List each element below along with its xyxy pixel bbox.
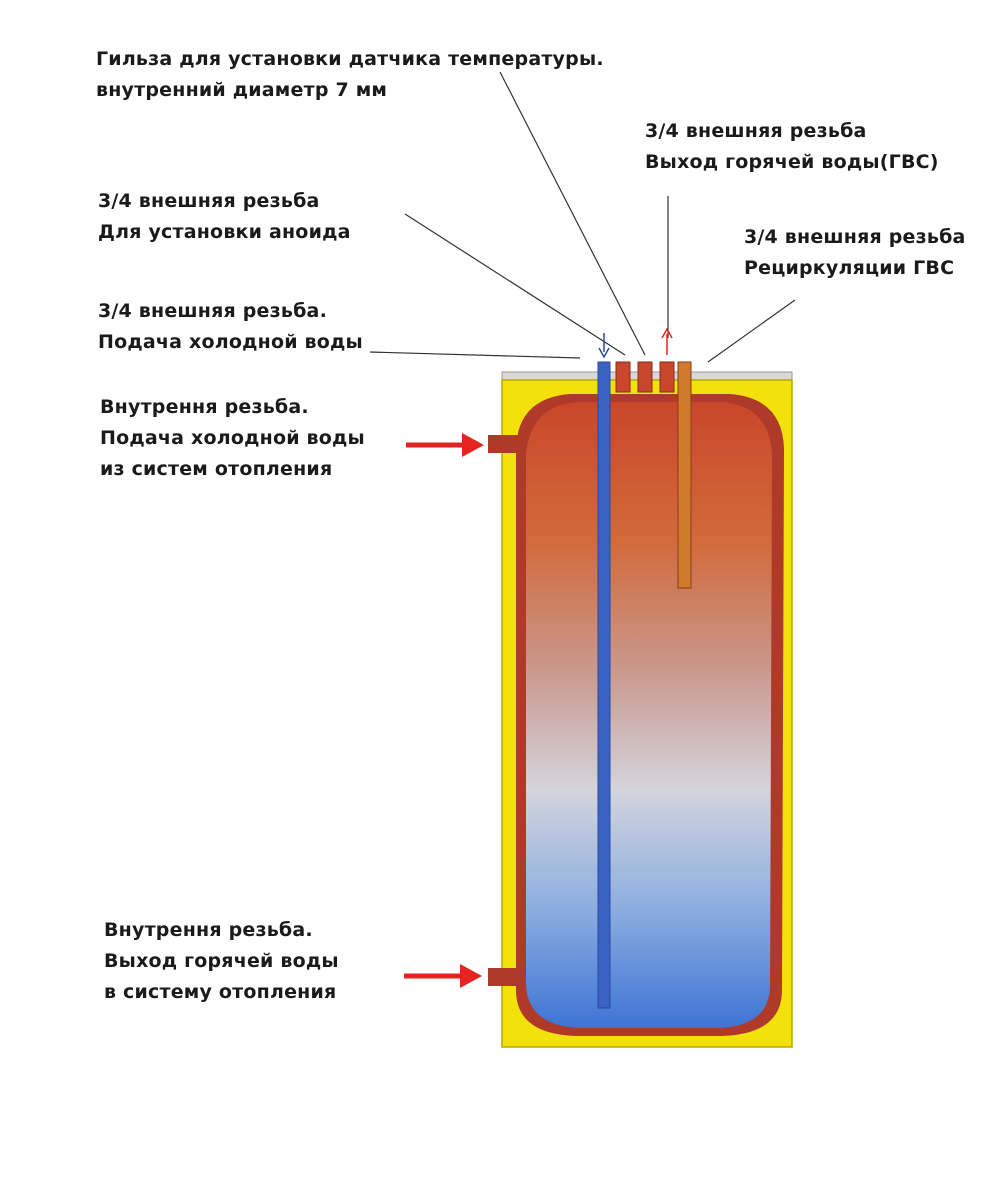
label-hot-water-outlet-line2: Выход горячей воды(ГВС)	[645, 151, 939, 173]
cold-in-flow-arrowhead	[598, 347, 610, 359]
label-cold-water-inlet-line1: 3/4 внешняя резьба.	[98, 300, 327, 322]
label-heating-inlet-line2: Подача холодной воды	[100, 427, 365, 449]
heating-inlet-port	[488, 435, 520, 453]
label-recirculation-line2: Рециркуляции ГВС	[744, 257, 955, 279]
label-sensor-sleeve-line1: Гильза для установки датчика температуры…	[96, 48, 604, 70]
label-sensor-sleeve: Гильза для установки датчика температуры…	[96, 44, 604, 106]
leader-line-recirc	[707, 299, 796, 363]
hot-water-outlet-fitting	[659, 361, 675, 393]
label-anode-line1: 3/4 внешняя резьба	[98, 190, 320, 212]
label-heating-inlet-line1: Внутрення резьба.	[100, 396, 309, 418]
label-cold-water-inlet-line2: Подача холодной воды	[98, 331, 363, 353]
sensor-sleeve-fitting	[615, 361, 631, 393]
hot-out-flow-arrowhead	[661, 327, 673, 339]
label-hot-water-outlet: 3/4 внешняя резьба Выход горячей воды(ГВ…	[645, 116, 939, 178]
label-heating-inlet-line3: из систем отопления	[100, 458, 333, 480]
label-anode-line2: Для установки аноида	[98, 221, 351, 243]
label-anode: 3/4 внешняя резьба Для установки аноида	[98, 186, 351, 248]
leader-line-cold-in	[369, 351, 581, 359]
water-tank	[526, 402, 772, 1028]
label-heating-outlet: Внутрення резьба. Выход горячей воды в с…	[104, 915, 339, 1008]
label-heating-outlet-line1: Внутрення резьба.	[104, 919, 313, 941]
leader-line-anode	[404, 213, 626, 356]
label-heating-outlet-line2: Выход горячей воды	[104, 950, 339, 972]
anode-fitting	[637, 361, 653, 393]
label-sensor-sleeve-line2: внутренний диаметр 7 мм	[96, 79, 388, 101]
heating-inlet-arrowhead	[462, 433, 484, 457]
label-recirculation: 3/4 внешняя резьба Рециркуляции ГВС	[744, 222, 966, 284]
label-hot-water-outlet-line1: 3/4 внешняя резьба	[645, 120, 867, 142]
cold-water-pipe	[597, 361, 611, 1009]
label-cold-water-inlet: 3/4 внешняя резьба. Подача холодной воды	[98, 296, 363, 358]
recirculation-tube	[677, 361, 692, 589]
label-recirculation-line1: 3/4 внешняя резьба	[744, 226, 966, 248]
label-heating-outlet-line3: в систему отопления	[104, 981, 337, 1003]
heating-outlet-port	[488, 968, 520, 986]
label-heating-inlet: Внутрення резьба. Подача холодной воды и…	[100, 392, 365, 485]
leader-line-sensor	[499, 71, 646, 356]
heating-outlet-arrowhead	[460, 964, 482, 988]
